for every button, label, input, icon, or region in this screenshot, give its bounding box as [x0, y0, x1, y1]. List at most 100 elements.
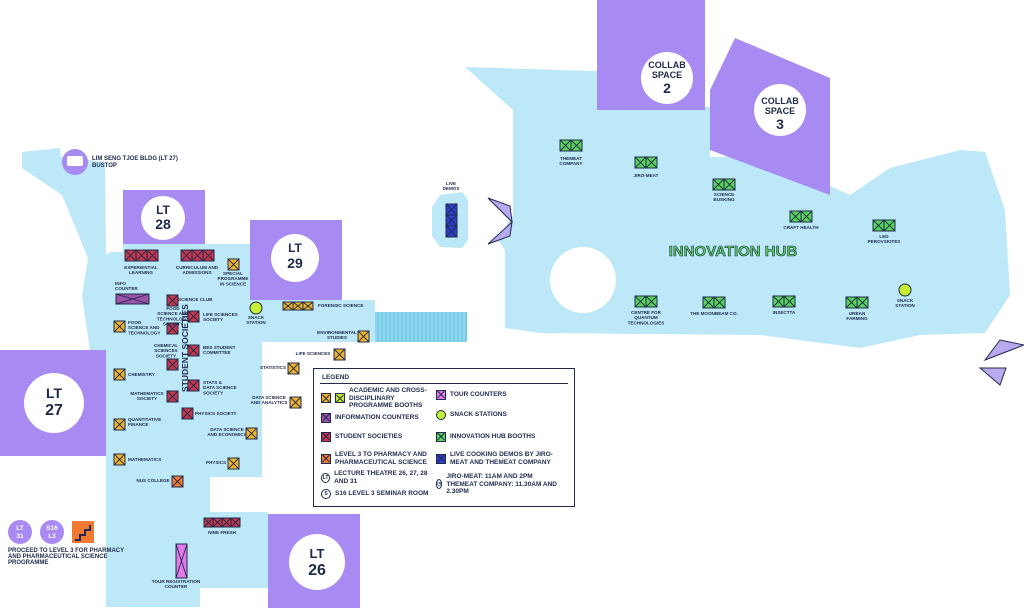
- pharmacy-note-3: PROGRAMME: [8, 560, 48, 566]
- snack-dot-icon: [436, 410, 446, 420]
- tour-registration-label: COUNTER: [165, 584, 188, 589]
- collab-2-label-1: COLLAB: [648, 60, 686, 70]
- clock-icon: ◷: [436, 479, 443, 490]
- statistics-label: STATISTICS: [260, 365, 286, 370]
- forensic-science[interactable]: FORENSIC SCIENCE: [282, 301, 363, 311]
- physics-society[interactable]: PHYSICS SOCIETY: [181, 407, 237, 420]
- chemical-society-label: SCIENCES: [154, 348, 178, 353]
- stairs-bridge: [375, 312, 467, 342]
- mathematics-label: MATHEMATICS: [128, 457, 161, 462]
- collab-space-3[interactable]: COLLAB SPACE 3: [710, 38, 830, 195]
- live-demo-booth-2[interactable]: [445, 214, 458, 227]
- legend-hub: INNOVATION HUB BOOTHS: [436, 432, 535, 442]
- experiential-learning-label: EXPERIENTIAL: [124, 265, 158, 270]
- chemistry[interactable]: CHEMISTRY: [113, 368, 155, 381]
- pharmacy-note-2: AND PHARMACEUTICAL SCIENCE: [8, 554, 108, 560]
- nine-fresh[interactable]: NINE FRESH: [203, 517, 241, 535]
- s16-badge[interactable]: S16 L3: [40, 520, 64, 544]
- hub-quantum-label: CENTRE FOR: [631, 310, 662, 315]
- hub-jiro[interactable]: JIRO-MEAT: [634, 156, 659, 178]
- hub-insectta-label: INSECTTA: [773, 310, 796, 315]
- live-demo-booth-3[interactable]: [445, 225, 458, 238]
- door-right-bottom: [978, 367, 1007, 386]
- collab-space-2[interactable]: COLLAB SPACE 2: [597, 0, 705, 110]
- svg-text:LT: LT: [46, 385, 63, 401]
- tour-swatch-icon: [436, 390, 446, 400]
- svg-text:LT: LT: [288, 241, 302, 255]
- life-sciences-society-label: SOCIETY: [203, 317, 223, 322]
- lt-31-badge[interactable]: LT 31: [8, 520, 32, 544]
- live-demo-booth[interactable]: [445, 203, 458, 216]
- lt-28[interactable]: LT 28: [123, 190, 205, 244]
- nine-fresh-label: NINE FRESH: [208, 530, 237, 535]
- live-demos-label-2: DEMOS: [443, 186, 460, 191]
- physics[interactable]: PHYSICS: [206, 457, 240, 470]
- lt-29[interactable]: LT 29: [250, 220, 342, 300]
- lt-27[interactable]: LT 27: [0, 350, 106, 456]
- food-society-label: FOOD: [166, 306, 180, 311]
- hub-insectta[interactable]: INSECTTA: [772, 295, 796, 315]
- math-society-label: MATHEMATICS: [130, 391, 163, 396]
- hub-moonbeam[interactable]: THE MOONBEAM CO.: [690, 296, 738, 316]
- svg-text:LT: LT: [16, 525, 23, 532]
- lt-26[interactable]: LT 26: [268, 514, 360, 608]
- science-club[interactable]: SCIENCE CLUB: [166, 294, 213, 307]
- statistics[interactable]: STATISTICS: [260, 362, 300, 375]
- nus-college-label: NUS COLLEGE: [136, 478, 169, 483]
- special-programme-label: IN SCIENCE: [220, 281, 246, 286]
- collab-2-label-3: 2: [663, 80, 671, 96]
- stairs-icon: [72, 521, 94, 543]
- food-science-tech-label: SCIENCE AND: [128, 325, 160, 330]
- collab-2-label-2: SPACE: [652, 70, 682, 80]
- cooking-swatch-icon: [436, 453, 446, 464]
- svg-text:26: 26: [308, 562, 326, 579]
- hub-craft-label: CRAFT HEALTH: [783, 225, 819, 230]
- mathematics[interactable]: MATHEMATICS: [113, 453, 161, 466]
- info-swatch-icon: [321, 413, 331, 423]
- chemistry-label: CHEMISTRY: [128, 372, 155, 377]
- svg-text:LT: LT: [310, 546, 325, 561]
- stats-society-label: STATS &: [203, 380, 223, 385]
- tour-registration-label: TOUR REGISTRATION: [152, 579, 201, 584]
- life-sciences[interactable]: LIFE SCIENCES: [296, 348, 346, 361]
- hub-urban-label: FARMING: [846, 316, 868, 321]
- food-society-label: SCIENCE AND: [157, 311, 189, 316]
- nus-college[interactable]: NUS COLLEGE: [136, 475, 184, 488]
- collab-3-label-2: SPACE: [765, 106, 795, 116]
- legend-title: LEGEND: [322, 374, 350, 381]
- forensic-science-label: FORENSIC SCIENCE: [318, 303, 363, 308]
- experiential-learning-label: LEARNING: [129, 270, 153, 275]
- hub-title: INNOVATION HUB: [669, 243, 798, 260]
- curriculum-admissions-label: CURRICULUM AND: [176, 265, 219, 270]
- svg-text:29: 29: [287, 255, 303, 271]
- food-society-label: TECHNOLOGY: [157, 316, 189, 321]
- student-societies-label: STUDENT SOCIETIES: [180, 304, 190, 392]
- hub-craft[interactable]: CRAFT HEALTH: [783, 210, 819, 230]
- bus-stop[interactable]: LIM SENG TJOE BLDG (LT 27) BUSTOP: [62, 149, 178, 175]
